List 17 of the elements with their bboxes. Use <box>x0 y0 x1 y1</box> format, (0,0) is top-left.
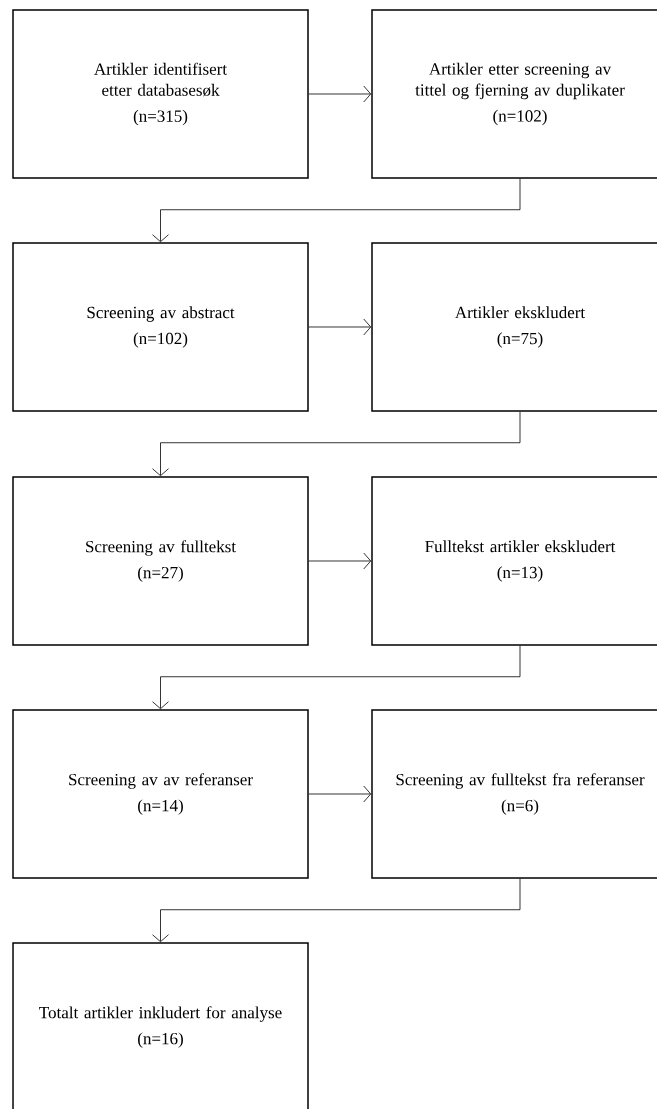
process-box: Totalt artikler inkludert for analyse (n=16) <box>12 942 309 1109</box>
process-box: Screening av av referanser (n=14) <box>12 709 309 879</box>
arrow <box>152 411 521 477</box>
process-box: Artikler etter screening av tittel og fjerning av duplikater (n=102) <box>371 9 657 179</box>
arrow <box>308 318 372 336</box>
process-box: Screening av fulltekst (n=27) <box>12 476 309 646</box>
arrow <box>152 878 521 943</box>
process-box: Artikler ekskludert (n=75) <box>371 242 657 412</box>
arrow <box>152 645 521 710</box>
process-box: Screening av abstract (n=102) <box>12 242 309 412</box>
process-box: Fulltekst artikler ekskludert (n=13) <box>371 476 657 646</box>
arrow <box>308 552 372 570</box>
process-box: Artikler identifisert etter databasesøk (n=315) <box>12 9 309 179</box>
arrow <box>152 178 521 243</box>
arrow <box>308 85 372 103</box>
arrow <box>308 785 372 803</box>
process-box: Screening av fulltekst fra referanser (n=6) <box>371 709 657 879</box>
